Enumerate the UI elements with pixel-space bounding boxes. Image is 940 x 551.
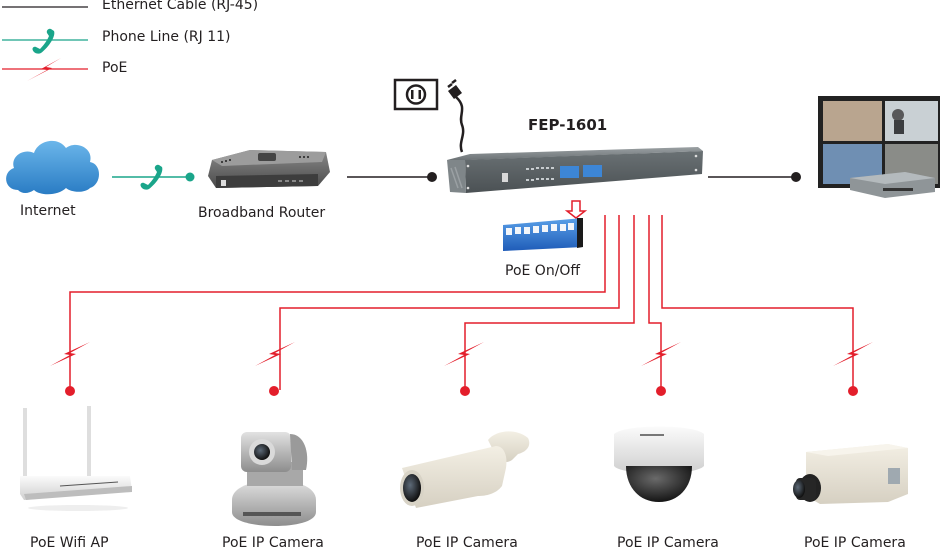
poe-endpoint [656, 386, 666, 396]
poe-endpoint [460, 386, 470, 396]
internet-label: Internet [20, 203, 76, 219]
device-label-wifi-ap: PoE Wifi AP [30, 535, 109, 551]
poe-bolts [50, 342, 873, 366]
legend-phone-label: Phone Line (RJ 11) [102, 29, 231, 45]
poe-bolt-icon [444, 342, 484, 366]
ethernet-router-to-switch [347, 172, 437, 182]
device-label-bullet-camera: PoE IP Camera [416, 535, 518, 551]
legend [2, 6, 88, 81]
poe-bolt-icon [833, 342, 873, 366]
power-plug-icon [447, 79, 465, 153]
poe-endpoint [65, 386, 75, 396]
ptz-camera-icon [232, 432, 316, 526]
poe-onoff-label: PoE On/Off [505, 263, 581, 279]
device-label-dome-camera: PoE IP Camera [617, 535, 719, 551]
phone-icon [140, 164, 163, 190]
legend-phone-icon [32, 28, 55, 54]
poe-bolt-icon [641, 342, 681, 366]
dip-switch-icon [503, 218, 583, 251]
router-label: Broadband Router [198, 205, 326, 221]
poe-endpoint [269, 386, 279, 396]
device-label-box-camera: PoE IP Camera [804, 535, 906, 551]
nvr-monitor-icon [818, 96, 940, 198]
dome-camera-icon [614, 426, 704, 502]
legend-poe-bolt-icon [27, 58, 61, 81]
power-outlet-icon [393, 78, 439, 111]
poe-switch-icon [447, 147, 703, 193]
cloud-icon [6, 140, 99, 195]
poe-wiring [69, 215, 854, 390]
wifi-ap-icon [20, 406, 132, 511]
poe-endpoints [65, 386, 858, 396]
router-icon [208, 150, 330, 188]
poe-bolt-icon [255, 342, 295, 366]
box-camera-icon [793, 444, 908, 504]
legend-poe-label: PoE [102, 60, 128, 76]
legend-ethernet-label: Ethernet Cable (RJ-45) [102, 0, 259, 13]
switch-model-label: FEP-1601 [528, 116, 608, 134]
bullet-camera-icon [400, 431, 530, 508]
phone-connection [112, 164, 195, 190]
ethernet-switch-to-nvr [708, 172, 801, 182]
poe-endpoint [848, 386, 858, 396]
poe-bolt-icon [50, 342, 90, 366]
phone-endpoint [185, 172, 195, 182]
device-label-ptz-camera: PoE IP Camera [222, 535, 324, 551]
arrow-down-icon [564, 200, 588, 219]
